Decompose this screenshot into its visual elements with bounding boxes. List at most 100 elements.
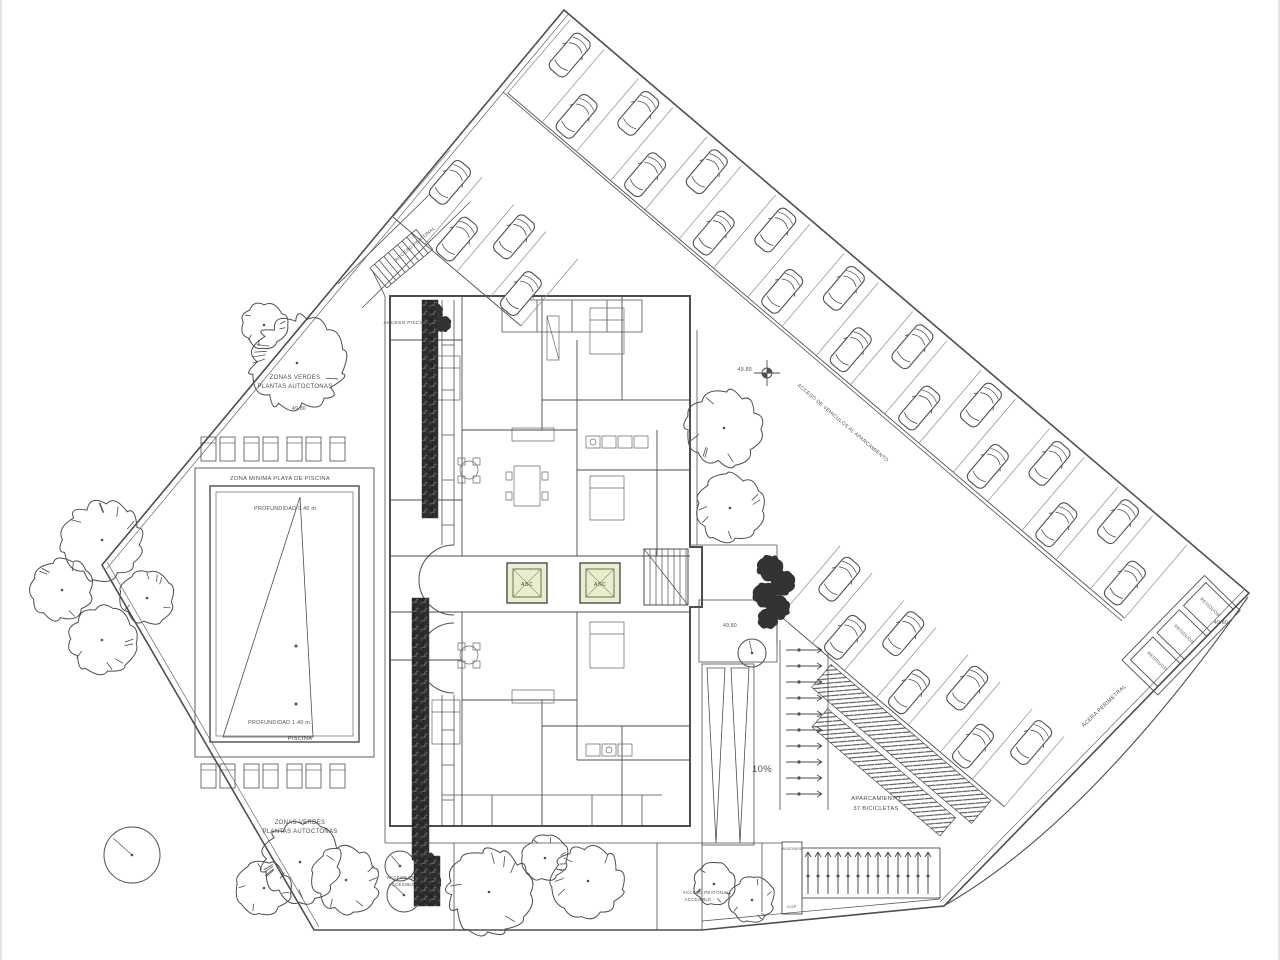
stall-divider (1021, 457, 1085, 531)
hedge-strip (413, 855, 441, 907)
stall-divider (972, 709, 1033, 780)
car-icon (883, 665, 935, 719)
level-mark-right: 49.80 (1214, 620, 1228, 626)
stall-divider (456, 204, 515, 272)
accessible-access-center-label-1: ACCESO PEATONAL (683, 890, 730, 895)
parking-row-mid-right (780, 545, 1065, 837)
hedge-strip (411, 597, 430, 861)
bike-parking-label-2: 37 BICICLETAS (853, 806, 898, 812)
stall-divider (987, 428, 1051, 502)
bike-rack-icon (786, 790, 823, 798)
bike-rack-icon (884, 851, 892, 894)
car-icon (620, 148, 671, 202)
car-icon (825, 323, 876, 377)
sunbed-icon (243, 763, 260, 789)
tree-icon (259, 820, 342, 905)
car-icon (1099, 556, 1151, 610)
tree-icon (235, 860, 292, 916)
green-zone-top-label-1: ZONAS VERDES (270, 375, 321, 381)
tree-icon (103, 826, 161, 884)
sunbed-icon (219, 436, 236, 462)
tree-icon (311, 844, 380, 916)
mailboxes-label: BUZONES (782, 847, 802, 851)
tree-icon (696, 471, 765, 544)
accessible-access-left-label-2: ACCESIBLE (389, 882, 416, 887)
bike-rack-icon (814, 851, 822, 894)
bike-rack-icon (874, 851, 882, 894)
car-icon (947, 719, 999, 773)
car-icon (814, 552, 865, 606)
tree-icon (737, 638, 767, 668)
car-icon (613, 87, 664, 140)
stall-divider (1055, 486, 1119, 560)
pedestrian-access-band (337, 191, 471, 309)
bottom-right-block (781, 841, 941, 915)
stall-divider (780, 545, 841, 617)
stall-divider (781, 253, 845, 327)
bike-rack-icon (786, 678, 823, 686)
bike-rack-icon (864, 851, 872, 894)
parking-layer (392, 19, 1241, 837)
level-mark-court: 49.80 (723, 623, 737, 629)
building-furniture (431, 307, 649, 757)
parking-row-edge (507, 92, 1125, 619)
bike-rack-icon (854, 851, 862, 894)
car-icon (1006, 716, 1057, 769)
car-icon (878, 607, 929, 660)
sunbed-icon (200, 763, 217, 789)
car-icon (424, 156, 476, 209)
car-icon (887, 320, 938, 374)
tree-icon (248, 313, 348, 412)
pool-depth-deep-label: PROFUNDIDAD 1.40 m. (248, 720, 312, 726)
elevator-core (579, 562, 621, 604)
tree-icon (119, 570, 175, 625)
pool-deck (194, 467, 375, 758)
bike-rack-icon (786, 710, 823, 718)
stall-divider (424, 176, 483, 245)
bike-rack-icon (786, 726, 823, 734)
stall-divider (488, 231, 547, 299)
stall-divider (844, 600, 905, 671)
elevator-label-1: ASC (521, 582, 533, 588)
stall-divider (884, 340, 948, 415)
bike-fence (801, 847, 941, 899)
car-icon (688, 206, 739, 260)
court (698, 599, 778, 663)
perimeter-sidewalk-label: ACERA PERIMETRAL (1081, 684, 1128, 729)
stall-divider (850, 311, 913, 385)
car-icon (818, 262, 869, 315)
benchmark-icon (754, 360, 780, 386)
tree-icon (521, 834, 569, 881)
bike-parking-label-1: APARCAMIENTO (851, 796, 901, 802)
bike-rack-icon (904, 851, 912, 894)
sunbed-icon (329, 436, 346, 462)
residuos-label-1: RESIDUOS (1146, 650, 1168, 671)
stall-divider (812, 572, 873, 644)
ramp-slope-label: 10% (752, 764, 772, 775)
building-outline (389, 295, 703, 827)
pool-access-label: ACCESO PISCINA (384, 320, 429, 326)
elevator-core (506, 562, 548, 604)
residuos-band (1121, 574, 1241, 696)
car-icon (488, 210, 540, 264)
pool-label: PISCINA (288, 736, 312, 742)
bike-rack-icon (914, 851, 922, 894)
tree-icon (59, 499, 144, 582)
sunbed-icon (305, 436, 322, 462)
kerb-curve (941, 596, 1249, 908)
tree-icon (29, 557, 93, 622)
residuos-room (1182, 581, 1234, 633)
sunbed-icon (262, 436, 279, 462)
parking-row-top-band (507, 19, 1188, 619)
accessible-access-left-label-1: ACCESO PEATONAL (387, 875, 434, 880)
car-icon (894, 381, 945, 435)
vehicle-ramp (701, 663, 755, 846)
bike-rack-icon (786, 742, 823, 750)
car-icon (544, 28, 595, 82)
stall-divider (815, 282, 879, 356)
bike-rack-icon (786, 646, 823, 654)
pool-beach-label: ZONA MINIMA PLAYA DE PISCINA (230, 476, 330, 482)
stall-divider (392, 149, 451, 218)
sunbed-icon (243, 436, 260, 462)
